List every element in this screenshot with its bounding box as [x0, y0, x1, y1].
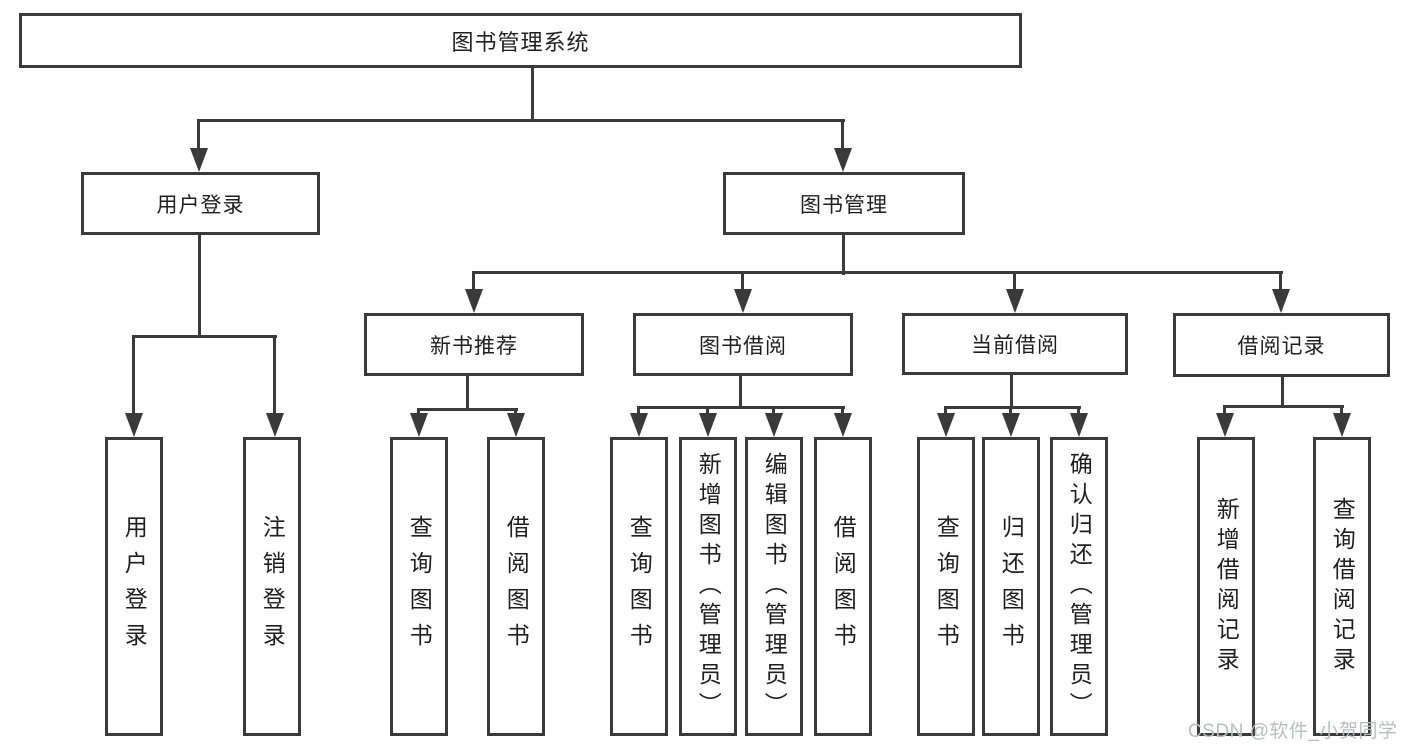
connector-line — [841, 408, 844, 414]
connector-line — [1340, 407, 1343, 414]
connector-line — [637, 408, 640, 414]
node-label: 确认归还（管理员） — [1066, 451, 1093, 722]
leaf-return-books: 归还图书 — [982, 437, 1040, 736]
node-label: 用户登录 — [156, 193, 245, 217]
down-arrowhead-icon — [410, 413, 428, 437]
leaf-query-books-recommend: 查询图书 — [390, 437, 448, 736]
connector-line — [197, 120, 200, 154]
connector-line — [739, 376, 742, 408]
node-borrow-records: 借阅记录 — [1173, 313, 1390, 377]
connector-line — [198, 235, 201, 337]
connector-line — [197, 119, 845, 122]
connector-line — [1013, 273, 1016, 291]
node-label: 借阅记录 — [1237, 335, 1326, 358]
connector-line — [1077, 408, 1080, 414]
leaf-logout: 注销登录 — [243, 437, 301, 736]
csdn-watermark: CSDN @软件_小贺同学 — [1188, 721, 1398, 742]
down-arrowhead-icon — [465, 289, 483, 313]
down-arrowhead-icon — [765, 413, 783, 437]
node-label: 用户登录 — [121, 514, 148, 659]
node-label: 查询图书 — [406, 514, 433, 659]
connector-line — [1223, 407, 1226, 414]
down-arrowhead-icon — [834, 148, 852, 172]
connector-line — [842, 235, 845, 275]
node-label: 归还图书 — [998, 514, 1025, 659]
leaf-add-books-admin: 新增图书（管理员） — [679, 437, 737, 736]
connector-line — [944, 406, 1081, 409]
leaf-query-borrow-record: 查询借阅记录 — [1313, 437, 1371, 736]
leaf-query-books-current: 查询图书 — [917, 437, 975, 736]
leaf-user-login: 用户登录 — [105, 437, 163, 736]
down-arrowhead-icon — [190, 148, 208, 172]
leaf-add-borrow-record: 新增借阅记录 — [1197, 437, 1255, 736]
connector-line — [1010, 375, 1013, 408]
down-arrowhead-icon — [630, 413, 648, 437]
node-book-borrowing: 图书借阅 — [633, 313, 853, 376]
down-arrowhead-icon — [1272, 289, 1290, 313]
down-arrowhead-icon — [507, 413, 525, 437]
down-arrowhead-icon — [125, 413, 143, 437]
connector-line — [472, 273, 475, 291]
node-label: 新增图书（管理员） — [695, 451, 722, 722]
connector-line — [273, 337, 276, 415]
connector-line — [1281, 377, 1284, 407]
connector-line — [472, 271, 1283, 274]
connector-line — [741, 273, 744, 291]
node-user-login: 用户登录 — [81, 172, 320, 235]
down-arrowhead-icon — [834, 413, 852, 437]
connector-line — [772, 408, 775, 414]
node-label: 图书管理 — [800, 193, 888, 217]
down-arrowhead-icon — [937, 413, 955, 437]
node-label: 查询图书 — [933, 514, 960, 659]
node-current-borrowing: 当前借阅 — [902, 313, 1128, 375]
leaf-edit-books-admin: 编辑图书（管理员） — [745, 437, 803, 736]
down-arrowhead-icon — [1006, 289, 1024, 313]
connector-line — [706, 408, 709, 414]
node-label: 图书借阅 — [699, 334, 787, 358]
connector-line — [132, 335, 277, 338]
connector-line — [1223, 405, 1344, 408]
node-label: 查询图书 — [626, 514, 653, 659]
node-label: 借阅图书 — [830, 514, 857, 659]
connector-line — [417, 408, 518, 411]
connector-line — [841, 120, 844, 154]
connector-line — [531, 68, 534, 121]
connector-line — [466, 376, 469, 410]
node-label: 图书管理系统 — [451, 29, 590, 55]
node-library-system: 图书管理系统 — [19, 13, 1022, 68]
down-arrowhead-icon — [699, 413, 717, 437]
node-label: 编辑图书（管理员） — [761, 451, 788, 722]
connector-line — [944, 408, 947, 414]
down-arrowhead-icon — [1070, 413, 1088, 437]
node-label: 借阅图书 — [503, 514, 530, 659]
connector-line — [1009, 408, 1012, 414]
node-label: 注销登录 — [259, 514, 286, 659]
connector-line — [1279, 273, 1282, 291]
node-book-management: 图书管理 — [723, 172, 965, 235]
down-arrowhead-icon — [1002, 413, 1020, 437]
connector-line — [637, 406, 845, 409]
node-label: 新增借阅记录 — [1213, 496, 1240, 677]
node-new-book-recommend: 新书推荐 — [364, 313, 584, 376]
leaf-query-books-borrowing: 查询图书 — [610, 437, 668, 736]
leaf-borrow-books: 借阅图书 — [814, 437, 872, 736]
leaf-borrow-books-recommend: 借阅图书 — [487, 437, 545, 736]
leaf-confirm-return-admin: 确认归还（管理员） — [1050, 437, 1108, 736]
down-arrowhead-icon — [1333, 413, 1351, 437]
connector-line — [132, 337, 135, 415]
node-label: 新书推荐 — [430, 334, 518, 358]
down-arrowhead-icon — [266, 413, 284, 437]
down-arrowhead-icon — [1216, 413, 1234, 437]
down-arrowhead-icon — [734, 289, 752, 313]
node-label: 查询借阅记录 — [1329, 496, 1356, 677]
node-label: 当前借阅 — [971, 334, 1059, 357]
